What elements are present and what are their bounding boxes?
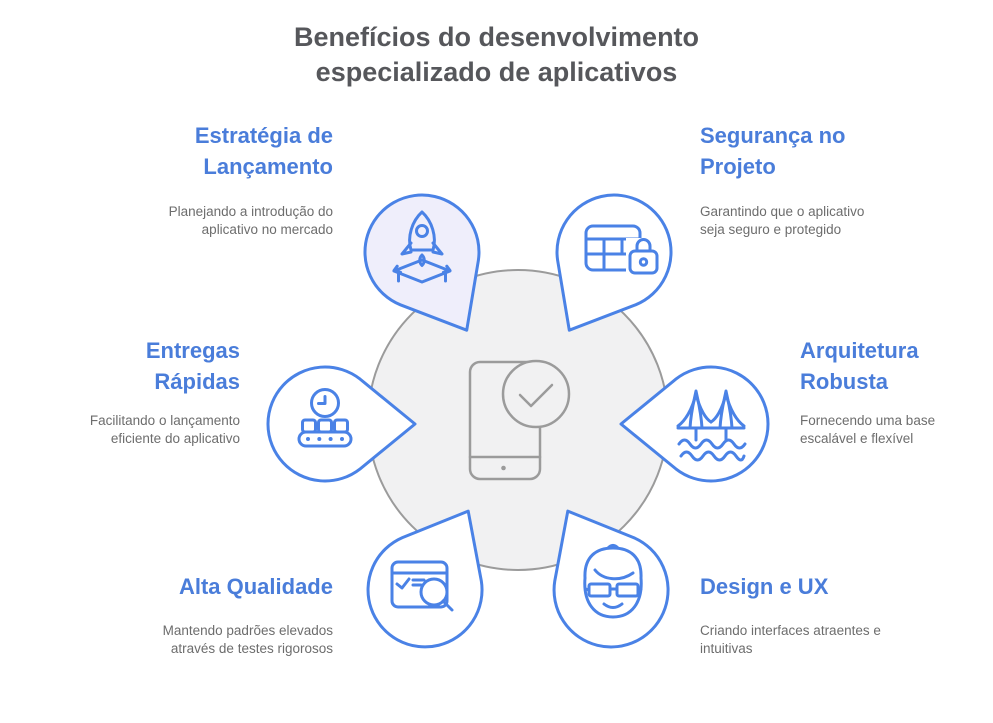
item-qualidade: Alta Qualidade Mantendo padrões elevados…: [40, 571, 333, 658]
item-desc-arquitetura: Fornecendo uma base escalável e flexível: [800, 413, 936, 446]
secure-table-lock-icon: [584, 224, 661, 276]
item-title-seguranca: Segurança no Projeto: [700, 123, 846, 179]
page-title-text: Benefícios do desenvolvimento especializ…: [293, 22, 700, 87]
item-title-arquitetura: Arquitetura Robusta: [800, 338, 919, 394]
clock-conveyor-icon: [297, 388, 353, 448]
item-desc-estrategia: Planejando a introdução do aplicativo no…: [168, 204, 333, 237]
page-title: Benefícios do desenvolvimento especializ…: [0, 20, 993, 90]
suspension-bridge-icon: [676, 389, 747, 462]
item-entregas: Entregas Rápidas Facilitando o lançament…: [0, 335, 240, 448]
item-arquitetura: Arquitetura Robusta Fornecendo uma base …: [800, 335, 990, 448]
item-title-design: Design e UX: [700, 574, 829, 599]
item-desc-entregas: Facilitando o lançamento eficiente do ap…: [89, 413, 240, 446]
petal-estrategia: [363, 193, 481, 332]
item-desc-seguranca: Garantindo que o aplicativo seja seguro …: [700, 204, 865, 237]
petal-entregas: [266, 365, 417, 483]
item-desc-qualidade: Mantendo padrões elevados através de tes…: [162, 623, 333, 656]
item-title-qualidade: Alta Qualidade: [178, 574, 333, 599]
item-seguranca: Segurança no Projeto Garantindo que o ap…: [700, 120, 950, 239]
item-estrategia: Estratégia de Lançamento Planejando a in…: [40, 120, 333, 239]
item-title-estrategia: Estratégia de Lançamento: [194, 123, 333, 179]
petal-seguranca: [555, 193, 673, 332]
designer-face-icon: [583, 544, 643, 619]
rocket-launch-icon: [392, 210, 452, 284]
smartphone-check-icon: [468, 359, 571, 481]
item-design: Design e UX Criando interfaces atraentes…: [700, 571, 955, 658]
item-title-entregas: Entregas Rápidas: [145, 338, 240, 394]
item-desc-design: Criando interfaces atraentes e intuitiva…: [700, 623, 881, 656]
browser-test-search-icon: [390, 560, 454, 612]
